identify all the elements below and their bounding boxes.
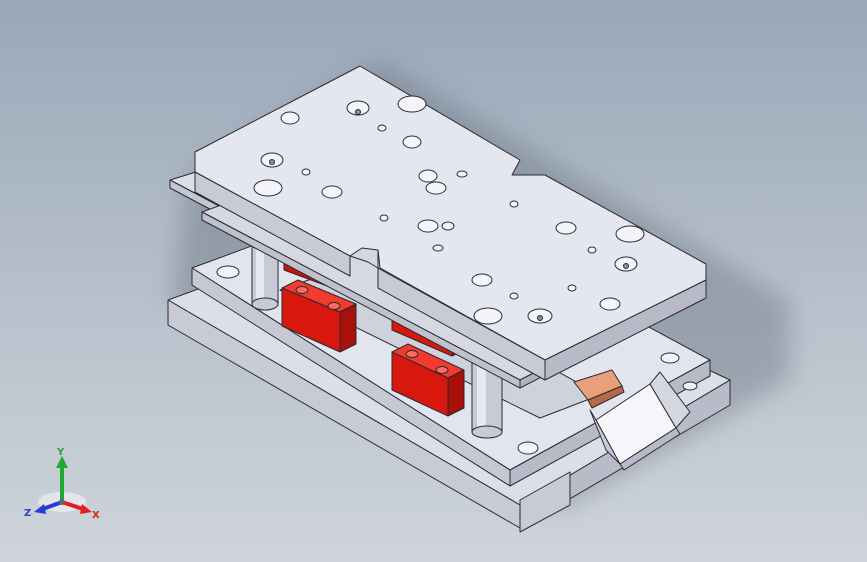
copper-strip-part[interactable] xyxy=(573,369,625,409)
triad-y-label: Y xyxy=(56,447,65,458)
coordinate-triad[interactable]: Y X Z xyxy=(22,446,104,526)
top-clamping-plate[interactable] xyxy=(194,65,707,381)
triad-x-label: X xyxy=(92,510,100,521)
punch-block-front[interactable] xyxy=(391,343,465,417)
part-chute[interactable] xyxy=(589,371,691,471)
triad-z-label: Z xyxy=(24,508,31,519)
screw-heads xyxy=(269,109,629,321)
triad-x-arrowhead xyxy=(80,504,92,514)
punch-block-rear[interactable] xyxy=(281,279,357,353)
triad-y-arrowhead xyxy=(56,456,68,468)
triad-z-arrowhead xyxy=(34,504,46,514)
triad-origin xyxy=(59,499,65,505)
